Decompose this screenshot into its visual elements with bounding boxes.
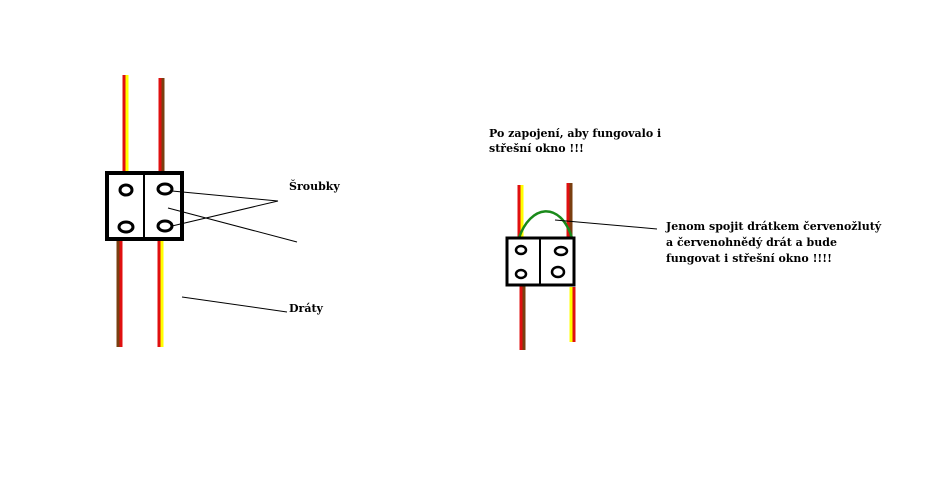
screw-icon	[550, 265, 566, 279]
pointer-line	[181, 296, 288, 313]
pointer-line	[554, 219, 658, 230]
screw-icon	[117, 220, 135, 234]
jumper-wire	[517, 210, 574, 239]
pointer-line	[167, 207, 298, 243]
left-connector: Šroubky Dráty	[105, 75, 340, 347]
screw-icon	[514, 268, 528, 280]
right-connector: Po zapojení, aby fungovalo i střešní okn…	[489, 127, 882, 350]
screw-icon	[553, 245, 569, 257]
screw-icon	[118, 183, 134, 197]
note-line: a červenohnědý drát a bude	[666, 236, 837, 249]
note-line: Jenom spojit drátkem červenožlutý	[665, 220, 882, 233]
heading-line: střešní okno !!!	[489, 142, 584, 155]
label-wires: Dráty	[289, 302, 324, 315]
wire-bottom-right	[157, 239, 164, 347]
label-screws: Šroubky	[289, 179, 340, 193]
pointer-line	[171, 200, 279, 227]
wire-bottom-right	[569, 287, 576, 342]
wire-top-left	[122, 75, 129, 173]
pointer-line	[171, 190, 279, 202]
screw-icon	[514, 244, 528, 256]
screw-icon	[156, 182, 174, 196]
wire-bottom-left	[519, 285, 526, 350]
wire-top-right	[158, 78, 165, 173]
wire-bottom-left	[116, 239, 123, 347]
heading-line: Po zapojení, aby fungovalo i	[489, 127, 661, 140]
note-line: fungovat i střešní okno !!!!	[666, 252, 832, 265]
